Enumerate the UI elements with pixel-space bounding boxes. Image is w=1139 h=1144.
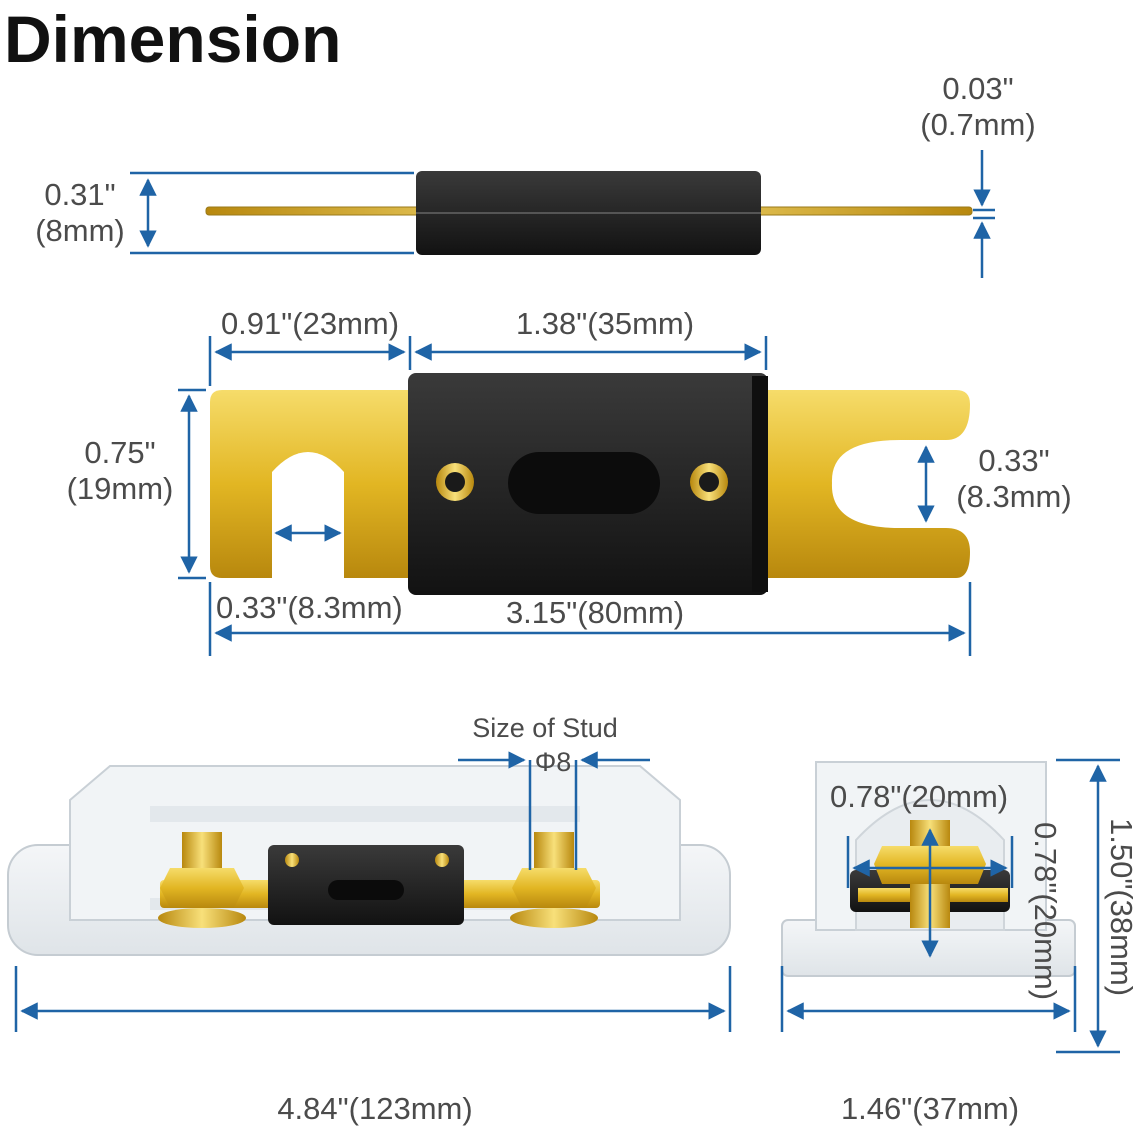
- stud-size-value: Φ8: [534, 747, 572, 777]
- side-blade-mm: (0.7mm): [920, 107, 1036, 142]
- slot-mm-label: (8.3mm): [956, 479, 1072, 514]
- fuse-side-view: [205, 171, 973, 255]
- total-length-label: 3.15"(80mm): [505, 595, 685, 630]
- holder-height-label: 1.50"(38mm): [1104, 818, 1139, 997]
- slot-in-label: 0.33": [978, 443, 1050, 478]
- body-length-label: 1.38"(35mm): [515, 306, 695, 341]
- side-thickness-in: 0.31": [44, 177, 116, 212]
- fuse-blade-right: [758, 390, 970, 578]
- fuse-window: [508, 452, 660, 514]
- width-in-label: 0.75": [84, 435, 156, 470]
- holder-side-dimensions: [780, 758, 1120, 1054]
- stud-height-label: 0.78"(20mm): [1028, 822, 1063, 1001]
- holder-front-dimensions: [14, 751, 732, 1032]
- side-thickness-mm: (8mm): [35, 213, 125, 248]
- side-view-dimensions: [130, 150, 995, 278]
- stud-spacing-label: 0.78"(20mm): [830, 779, 1009, 814]
- fuse-top-view: [210, 373, 970, 595]
- slot-width-label: 0.33"(8.3mm): [216, 590, 403, 625]
- stud-size-title: Size of Stud: [472, 713, 618, 743]
- fuse-holder-front: [7, 765, 731, 956]
- holder-length-label: 4.84"(123mm): [277, 1091, 473, 1126]
- holder-width-label: 1.46"(37mm): [840, 1091, 1020, 1126]
- width-mm-label: (19mm): [66, 471, 174, 506]
- blade-length-label: 0.91"(23mm): [220, 306, 400, 341]
- page-title: Dimension: [4, 2, 342, 76]
- top-view-dimensions: [178, 336, 972, 656]
- side-blade-in: 0.03": [942, 71, 1014, 106]
